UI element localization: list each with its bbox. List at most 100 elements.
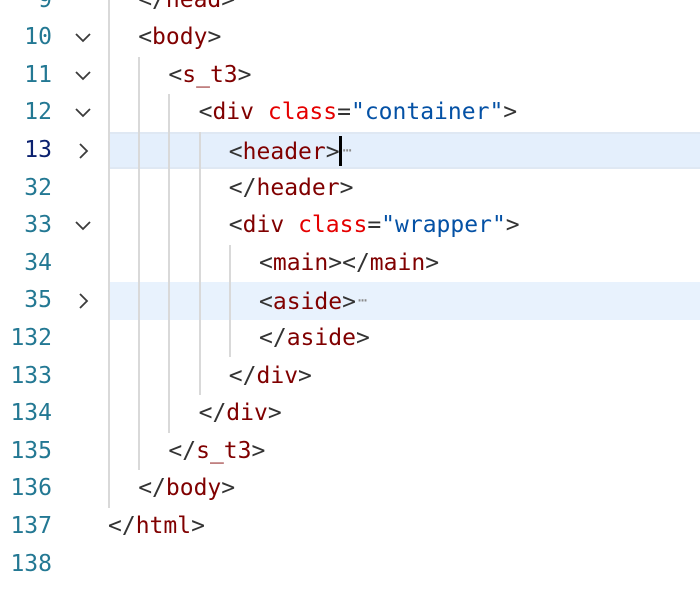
- code-text[interactable]: <main></main>: [259, 245, 439, 283]
- fold-collapsed-chevron-right-icon[interactable]: [72, 141, 94, 161]
- code-line[interactable]: 33 <div class="wrapper">: [0, 207, 700, 245]
- code-text[interactable]: </html>: [108, 508, 205, 546]
- code-token: header: [242, 138, 326, 165]
- code-token: html: [135, 512, 192, 539]
- code-line[interactable]: 11 <s_t3>: [0, 57, 700, 95]
- code-text[interactable]: <s_t3>: [168, 57, 251, 95]
- line-number: 9: [0, 0, 52, 19]
- code-token: >: [207, 24, 222, 51]
- code-token: <: [138, 24, 153, 51]
- code-text[interactable]: </head>: [138, 0, 235, 19]
- code-token: aside: [272, 289, 343, 316]
- code-token: >: [221, 0, 235, 13]
- line-number: 138: [10, 550, 52, 577]
- fold-expanded-chevron-down-icon[interactable]: [72, 216, 94, 236]
- code-token: </: [168, 437, 197, 464]
- indent-guide: [138, 56, 141, 471]
- code-token: >: [221, 475, 236, 502]
- code-token: main: [369, 249, 426, 276]
- code-line[interactable]: 12<div class="container">: [0, 94, 700, 132]
- code-token: body: [165, 475, 222, 502]
- code-line[interactable]: 137</html>: [0, 508, 700, 546]
- line-number: 13: [24, 136, 52, 163]
- code-token: </: [138, 0, 166, 13]
- code-line[interactable]: 34<main></main>: [0, 245, 700, 283]
- fold-expanded-chevron-down-icon[interactable]: [72, 66, 94, 86]
- line-number: 10: [24, 24, 52, 51]
- code-line[interactable]: 135 </s_t3>: [0, 433, 700, 471]
- code-text[interactable]: </s_t3>: [168, 433, 265, 471]
- code-line[interactable]: 35 <aside>⋯: [0, 282, 700, 320]
- code-token: </: [198, 400, 227, 427]
- code-line[interactable]: 9 </head>: [0, 0, 700, 19]
- code-line[interactable]: 133 </div>: [0, 358, 700, 396]
- line-number: 35: [24, 287, 52, 314]
- code-token: >: [505, 212, 520, 239]
- code-token: class: [298, 212, 368, 239]
- fold-expanded-chevron-down-icon[interactable]: [72, 28, 94, 48]
- code-token: </: [228, 362, 257, 389]
- code-token: >: [425, 249, 440, 276]
- code-token: </: [138, 475, 166, 502]
- fold-collapsed-chevron-right-icon[interactable]: [72, 291, 94, 311]
- code-text[interactable]: </div>: [199, 395, 282, 433]
- text-cursor: [338, 135, 342, 166]
- code-text[interactable]: <div class="wrapper">: [229, 207, 520, 245]
- code-token: <: [228, 138, 243, 165]
- line-number: 134: [10, 400, 52, 427]
- code-token: </: [259, 324, 287, 351]
- folded-region-ellipsis-icon[interactable]: ⋯: [357, 291, 367, 310]
- code-token: >: [342, 289, 356, 316]
- code-text[interactable]: <aside>⋯: [259, 282, 367, 322]
- line-number: 133: [10, 362, 52, 389]
- code-token: <: [228, 212, 243, 239]
- code-token: body: [152, 24, 208, 51]
- code-token: "wrapper": [381, 212, 506, 239]
- code-token: >: [355, 324, 370, 351]
- fold-expanded-chevron-down-icon[interactable]: [72, 103, 94, 123]
- code-text[interactable]: <div class="container">: [199, 94, 518, 132]
- code-token: <: [259, 289, 273, 316]
- code-token: >: [267, 400, 282, 427]
- code-token: div: [226, 400, 268, 427]
- code-text[interactable]: <header>⋯: [228, 132, 352, 172]
- code-token: >: [191, 512, 205, 539]
- code-line[interactable]: 10 <body>: [0, 19, 700, 57]
- code-text[interactable]: <body>: [138, 19, 221, 57]
- indent-guide: [108, 0, 110, 508]
- code-token: class: [267, 99, 338, 126]
- code-token: >: [325, 138, 340, 165]
- indent-guide: [198, 131, 201, 396]
- line-number: 132: [10, 324, 52, 351]
- line-number: 136: [10, 475, 52, 502]
- code-token: </: [108, 512, 136, 539]
- indent-guide: [228, 244, 231, 358]
- code-text[interactable]: </aside>: [259, 320, 370, 358]
- code-token: </: [228, 174, 257, 201]
- code-text[interactable]: </header>: [229, 170, 354, 208]
- code-line[interactable]: 134 </div>: [0, 395, 700, 433]
- folded-region-ellipsis-icon[interactable]: ⋯: [342, 140, 352, 159]
- line-number: 32: [24, 174, 52, 201]
- code-token: >: [503, 99, 518, 126]
- code-line[interactable]: 132 </aside>: [0, 320, 700, 358]
- code-token: ></: [328, 249, 370, 276]
- line-number: 33: [24, 212, 52, 239]
- code-token: <: [168, 61, 183, 88]
- code-line[interactable]: 32 </header>: [0, 170, 700, 208]
- code-text[interactable]: </body>: [138, 470, 235, 508]
- code-line[interactable]: 138: [0, 546, 700, 584]
- code-token: <: [198, 99, 213, 126]
- code-line[interactable]: 13 <header>⋯: [0, 131, 700, 172]
- line-number: 11: [24, 61, 52, 88]
- line-number: 34: [24, 249, 52, 276]
- code-token: main: [272, 249, 329, 276]
- code-token: <: [259, 249, 273, 276]
- code-line[interactable]: 136 </body>: [0, 470, 700, 508]
- line-number: 135: [10, 437, 52, 464]
- code-token: header: [256, 174, 340, 201]
- code-token: >: [237, 61, 252, 88]
- indent-guide: [168, 94, 171, 433]
- code-text[interactable]: </div>: [229, 358, 312, 396]
